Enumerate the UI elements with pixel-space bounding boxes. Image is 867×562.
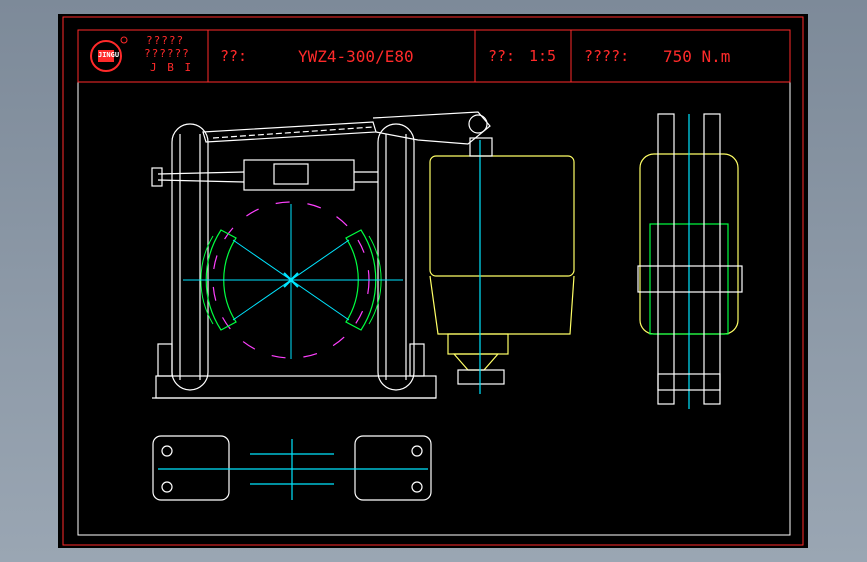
left-brake-arm	[171, 123, 209, 391]
right-brake-shoe	[345, 229, 377, 331]
scale-value: 1:5	[529, 47, 557, 65]
hydraulic-thruster	[429, 137, 575, 394]
company-name-line2: ??????	[144, 47, 190, 60]
title-block-frame	[77, 29, 791, 83]
drawing-canvas	[62, 16, 804, 546]
side-view	[637, 113, 743, 409]
cad-viewport[interactable]: ????? ?????? J B I JINGU ??: YWZ4-300/E8…	[58, 14, 808, 548]
inner-frame	[77, 29, 791, 536]
torque-label: ????:	[584, 47, 630, 65]
plan-view	[152, 435, 432, 501]
company-name-line3: J B I	[150, 61, 194, 74]
brake-base	[152, 343, 437, 399]
model-label: ??:	[220, 47, 248, 65]
company-logo	[90, 36, 128, 72]
spring-rod	[151, 159, 378, 191]
scale-label: ??:	[488, 47, 516, 65]
right-brake-arm	[377, 123, 415, 391]
brake-drum	[183, 201, 403, 359]
model-value: YWZ4-300/E80	[298, 47, 414, 66]
logo-text: JINGU	[98, 51, 120, 59]
company-name-line1: ?????	[146, 34, 185, 47]
torque-value: 750 N.m	[663, 47, 731, 66]
top-lever	[202, 111, 491, 145]
left-brake-shoe	[205, 229, 237, 331]
outer-frame	[62, 16, 804, 546]
